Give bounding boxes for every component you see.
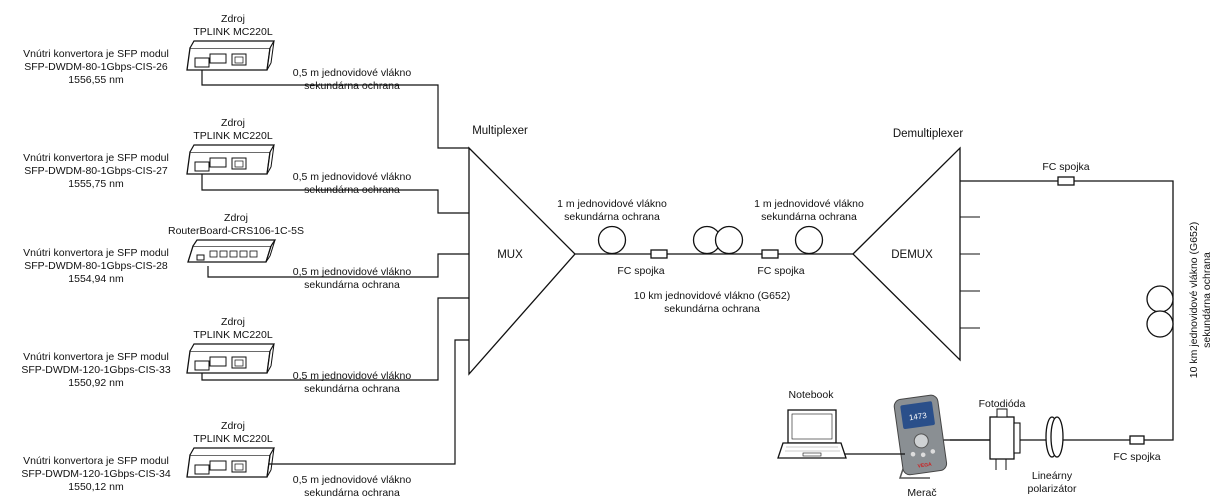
fc-bottom-label: FC spojka [1113,451,1160,463]
photodiode-label: Fotodióda [979,398,1026,410]
source-2-fiber-line2: sekundárna ochrana [304,184,400,196]
fiber-vertical-line1: 10 km jednovidové vlákno (G652) [1188,222,1200,378]
source-2-device-line2: TPLINK MC220L [193,130,273,142]
multiplexer: Multiplexer MUX [468,125,576,376]
source-3-module-line3: 1554,94 nm [68,273,124,285]
source-5-fiber-line2: sekundárna ochrana [304,487,400,499]
notebook: Notebook [777,389,905,459]
notebook-label: Notebook [789,389,835,401]
source-2-fiber-line1: 0,5 m jednovidové vlákno [293,171,412,183]
source-1-fiber-line1: 0,5 m jednovidové vlákno [293,67,412,79]
fc-left-label: FC spojka [617,265,664,277]
source-2-device-line1: Zdroj [221,117,245,129]
fc-connector-bottom [1129,435,1145,445]
source-fiber-3 [207,253,469,278]
source-fiber-2 [201,172,469,214]
source-2-module-line2: SFP-DWDM-80-1Gbps-CIS-27 [24,165,168,177]
source-1-module-line3: 1556,55 nm [68,74,124,86]
fiber-vertical-line2: sekundárna ochrana [1201,252,1213,348]
polarizer-line2: polarizátor [1027,483,1077,495]
polarizer-line1: Lineárny [1032,470,1073,482]
photodiode: Fotodióda [979,398,1026,470]
source-3-module-line2: SFP-DWDM-80-1Gbps-CIS-28 [24,260,168,272]
fiber-left-line1: 1 m jednovidové vlákno [557,198,667,210]
source-fiber-4 [201,297,469,381]
converter-device-3 [187,239,277,263]
source-5-device-line1: Zdroj [221,420,245,432]
source-1-module-line2: SFP-DWDM-80-1Gbps-CIS-26 [24,61,168,73]
fiber-coil-10km-b [714,225,744,255]
source-4-module-line1: Vnútri konvertora je SFP modul [23,351,169,363]
source-fiber-1 [201,68,469,149]
demux-title: Demultiplexer [893,128,963,140]
converter-device-1 [186,40,276,71]
source-3-fiber-line2: sekundárna ochrana [304,279,400,291]
demux-outputs [960,216,980,329]
source-2-module-line3: 1555,75 nm [68,178,124,190]
fiber-10km-line1: 10 km jednovidové vlákno (G652) [634,290,790,302]
converter-device-5 [186,447,276,478]
source-4-fiber-line1: 0,5 m jednovidové vlákno [293,370,412,382]
source-3-fiber-line1: 0,5 m jednovidové vlákno [293,266,412,278]
source-5-module-line1: Vnútri konvertora je SFP modul [23,455,169,467]
source-4-device-line2: TPLINK MC220L [193,329,273,341]
fiber-10km-line2: sekundárna ochrana [664,303,760,315]
source-4-fiber-line2: sekundárna ochrana [304,383,400,395]
meter-display-value: 1473 [908,411,927,422]
demux-label: DEMUX [891,249,933,261]
fc-top-label: FC spojka [1042,161,1089,173]
source-1-module-line1: Vnútri konvertora je SFP modul [23,48,169,60]
meter-brand: VEGA [917,462,932,470]
source-3-device-line2: RouterBoard-CRS106-1C-5S [168,225,304,237]
source-5-fiber-line1: 0,5 m jednovidové vlákno [293,474,412,486]
mux-label: MUX [497,249,523,261]
source-5-device-line2: TPLINK MC220L [193,433,273,445]
meter: 1473 VEGA Merač [893,394,990,499]
fc-right-label: FC spojka [757,265,804,277]
fc-connector-right [761,249,779,259]
meter-label: Merač [907,487,936,499]
source-3-module-line1: Vnútri konvertora je SFP modul [23,247,169,259]
polarizer: Lineárny polarizátor [1027,416,1077,495]
source-5-module-line2: SFP-DWDM-120-1Gbps-CIS-34 [21,468,171,480]
source-5-module-line3: 1550,12 nm [68,481,124,493]
mux-title: Multiplexer [472,125,528,137]
source-4-device-line1: Zdroj [221,316,245,328]
fiber-coil-vertical-a [1146,285,1174,313]
fiber-coil-left [597,225,627,255]
demultiplexer: Demultiplexer DEMUX [852,128,980,362]
source-2-module-line1: Vnútri konvertora je SFP modul [23,152,169,164]
fiber-right-line2: sekundárna ochrana [761,211,857,223]
main-link: 1 m jednovidové vlákno sekundárna ochran… [557,198,864,315]
converter-device-4 [186,343,276,374]
fc-connector-top [1057,176,1075,186]
source-4-module-line3: 1550,92 nm [68,377,124,389]
fc-connector-left [650,249,668,259]
source-4-module-line2: SFP-DWDM-120-1Gbps-CIS-33 [21,364,171,376]
fiber-coil-right [794,225,824,255]
mux-shape [468,146,576,376]
source-1-fiber-line2: sekundárna ochrana [304,80,400,92]
converter-device-2 [186,144,276,175]
fiber-left-line2: sekundárna ochrana [564,211,660,223]
fiber-coil-vertical-b [1146,310,1174,338]
source-1-device-line2: TPLINK MC220L [193,26,273,38]
source-1-device-line1: Zdroj [221,13,245,25]
source-3-device-line1: Zdroj [224,212,248,224]
output-chain: FC spojka 10 km jednovidové vlákno (G652… [777,161,1213,499]
fiber-right-line1: 1 m jednovidové vlákno [754,198,864,210]
